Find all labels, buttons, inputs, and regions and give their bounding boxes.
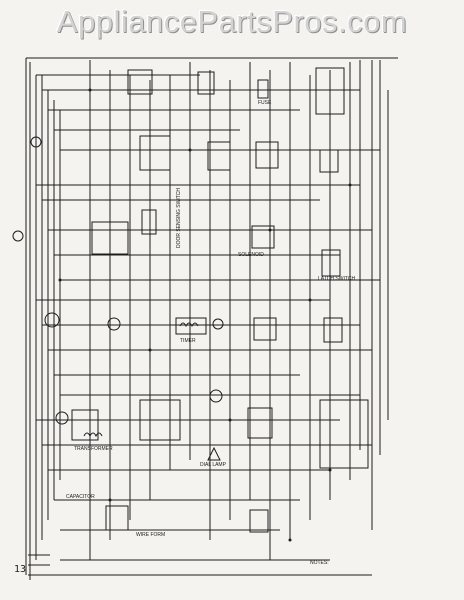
wire-junction-dot <box>88 88 92 92</box>
relay-box <box>197 71 215 95</box>
wire-junction-dot <box>348 183 352 187</box>
relay-box <box>253 317 277 341</box>
coil-symbol <box>83 432 103 438</box>
relay-box <box>91 221 129 255</box>
harness-line <box>36 74 380 531</box>
harness-line <box>89 60 361 560</box>
dial-lamp-label: DIAL LAMP <box>200 462 226 468</box>
relay-box <box>105 505 129 531</box>
lamp-symbol <box>212 318 224 330</box>
notes-label: NOTES: <box>310 560 329 566</box>
fuse-box <box>257 79 269 99</box>
right-bus-wire <box>371 60 389 530</box>
main-bus-wire <box>25 57 398 580</box>
terminal-block <box>315 67 345 115</box>
terminal-block <box>139 399 181 441</box>
wire-junction-dot <box>308 298 312 302</box>
wire-form-label: WIRE FORM <box>136 532 166 538</box>
motor-symbol <box>55 411 69 425</box>
timer-box <box>175 317 207 335</box>
wire-junction-dot <box>268 228 272 232</box>
dial-lamp-symbol <box>207 446 221 461</box>
relay-box <box>139 135 171 171</box>
watermark-text: AppliancePartsPros.com <box>56 4 408 39</box>
wire-junction-dot <box>328 468 332 472</box>
switch-box <box>249 509 269 533</box>
switch-box <box>207 141 231 171</box>
bottom-bus-wire <box>40 559 372 576</box>
line-terminals <box>28 554 50 576</box>
relay-box <box>127 69 153 95</box>
timer-label: TIMER <box>180 338 196 344</box>
relay-box <box>247 407 273 439</box>
page-number: 13 <box>14 564 27 575</box>
wire-junction-dot <box>108 498 112 502</box>
transformer-box <box>71 409 99 441</box>
solenoid-label: SOLENOID <box>238 252 264 258</box>
capacitor-label: CAPACITOR <box>66 494 95 500</box>
latch-switch-label: LATCH SWITCH <box>318 276 356 282</box>
wire-junction-dot <box>148 348 152 352</box>
fuse-label: FUSE <box>258 100 272 106</box>
lamp-symbol <box>107 317 121 331</box>
solenoid-box <box>251 225 275 249</box>
transformer-label: TRANSFORMER <box>74 446 113 452</box>
switch-box <box>323 317 343 343</box>
coil-symbol <box>179 322 199 328</box>
wire-junction-dot <box>228 418 232 422</box>
switch-box <box>319 149 339 173</box>
capacitor-symbol <box>44 312 60 328</box>
wire-junction-dot <box>58 278 62 282</box>
lamp-symbol <box>12 230 24 242</box>
switch-box <box>141 209 157 235</box>
terminal-block <box>319 399 369 469</box>
left-harness <box>35 75 61 560</box>
motor-symbol <box>209 389 223 403</box>
relay-box <box>255 141 279 169</box>
door-sensing-switch-label: DOOR SENSING SWITCH <box>176 187 182 248</box>
motor-symbol <box>30 136 42 148</box>
switch-box <box>321 249 341 277</box>
wire-junction-dot <box>288 538 292 542</box>
wire-junction-dot <box>188 148 192 152</box>
